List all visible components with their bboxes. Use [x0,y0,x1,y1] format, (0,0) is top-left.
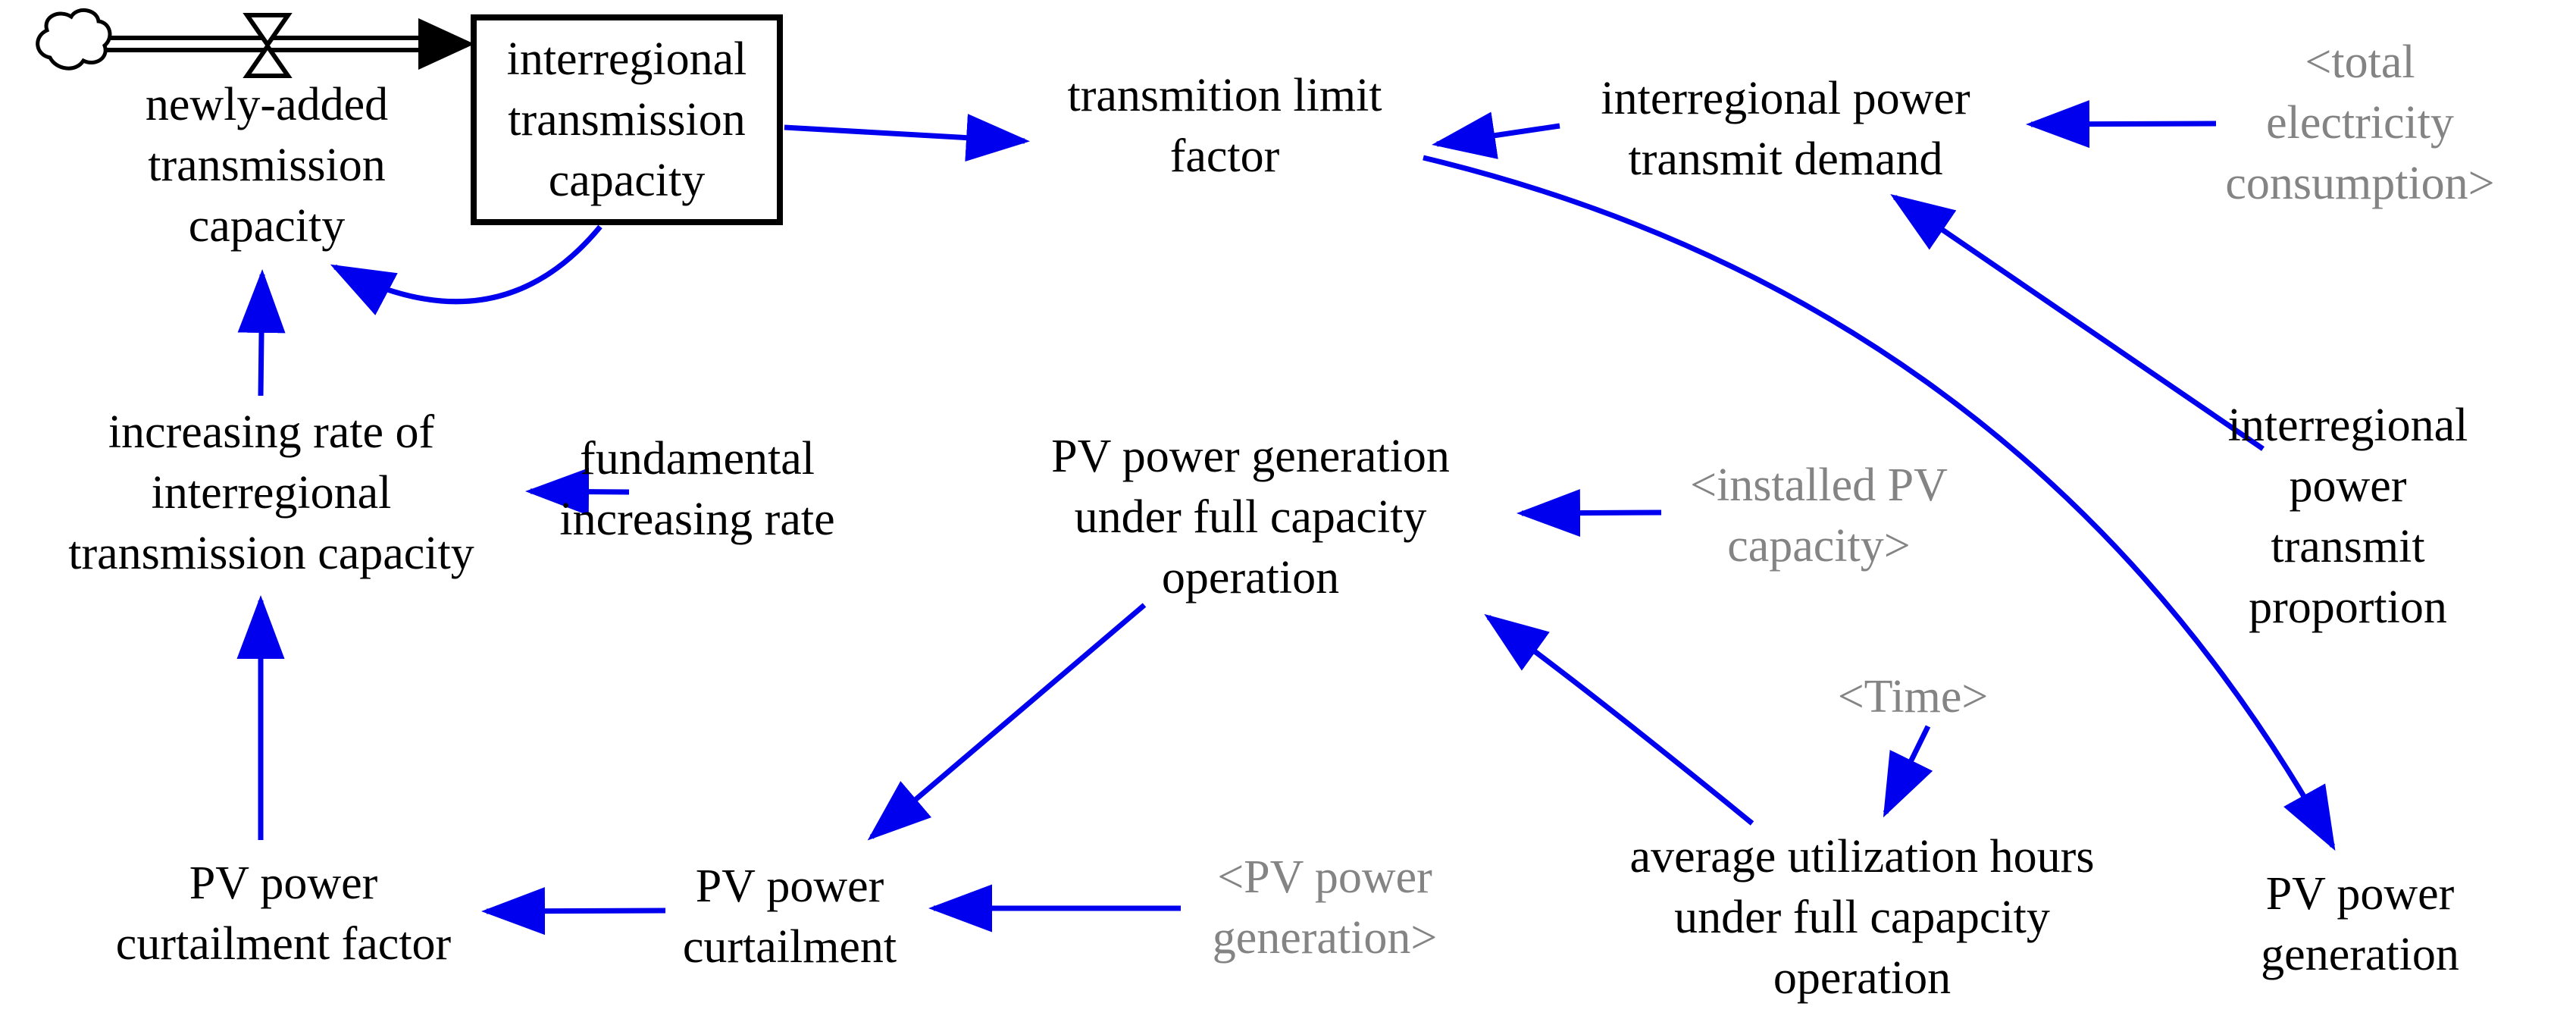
arrow-stock-to-flow-feedback [330,224,603,315]
flow-pipe-arrowhead [418,18,474,70]
stock-label: interregional transmission capacity [506,33,747,206]
variable-pv-power-generation: PV power generation [2261,868,2459,980]
variable-interregional-power-transmit-demand: interregional power transmit demand [1601,73,1970,185]
variable-pv-power-generation-under-full-capacity-operation: PV power generation under full capacity … [1051,431,1450,603]
shadow-installed-pv-capacity: <installed PV capacity> [1690,459,1948,572]
variable-fundamental-increasing-rate: fundamental increasing rate [559,433,835,545]
arrow-time-to-avg-util [1883,725,1933,818]
arrow-pvgen-full-to-curtailment [867,603,1147,841]
arrow-demand-to-limit-factor [1432,111,1560,159]
arrow-stock-to-limit-factor [784,114,1030,162]
variable-pv-power-curtailment-factor: PV power curtailment factor [115,857,452,970]
cloud-source-icon [36,8,112,71]
arrow-fundamental-to-increasing-rate [525,468,630,516]
shadow-time: <Time> [1837,671,1989,723]
arrow-increasing-rate-to-flow [237,269,286,397]
arrow-limit-factor-to-pv-generation [1423,155,2336,851]
variable-interregional-power-transmit-proportion: interregional power transmit proportion [2227,400,2468,633]
stock-interregional-transmission-capacity: interregional transmission capacity [471,14,783,225]
variable-increasing-rate-of-interregional-transmission-capacity: increasing rate of interregional transmi… [68,406,474,579]
variable-average-utilization-hours-under-full-capapcity-operation: average utilization hours under full cap… [1629,831,2095,1004]
arrow-proportion-to-demand [1890,194,2265,451]
variable-transmition-limit-factor: transmition limit factor [1067,70,1382,182]
flow-newly-added-transmission-capacity: newly-added transmission capacity [145,79,389,252]
valve-icon [243,13,293,78]
variable-pv-power-curtailment: PV power curtailment [682,861,897,973]
flow-pipe [97,18,474,70]
shadow-total-electricity-consumption: <total electricity consumption> [2225,36,2495,209]
arrow-avg-util-to-pvgen-full [1484,613,1754,826]
shadow-pv-power-generation: <PV power generation> [1212,851,1438,964]
